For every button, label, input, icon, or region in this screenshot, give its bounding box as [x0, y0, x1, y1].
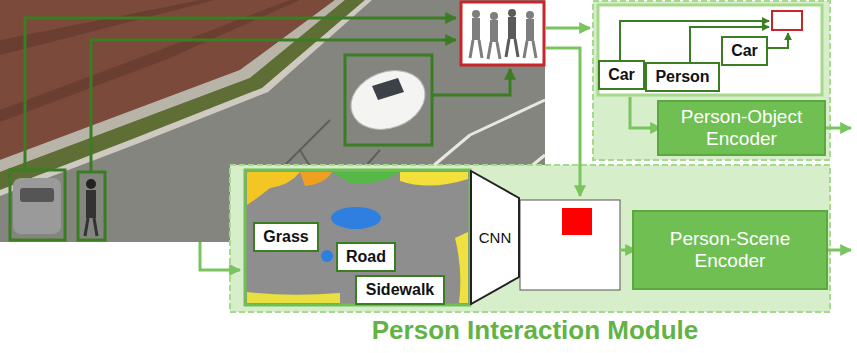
object-tag: Car	[598, 60, 645, 90]
object-tag: Person	[645, 62, 720, 92]
encoder-box: Person-Scene Encoder	[632, 210, 828, 290]
person-location	[562, 208, 592, 235]
flow-arrow	[545, 48, 580, 196]
person-location	[772, 11, 802, 30]
seg-region	[400, 172, 468, 186]
track-arrow	[432, 69, 510, 95]
node-label: Car	[731, 42, 758, 60]
node-label: Car	[608, 66, 635, 84]
seg-region	[247, 292, 340, 303]
car-window	[20, 188, 54, 202]
node-label: CNN	[479, 229, 512, 246]
car-window	[372, 78, 404, 100]
person-legs	[470, 40, 482, 58]
region-tag: Grass	[253, 222, 319, 252]
building	[0, 0, 335, 160]
seg-region	[300, 172, 332, 186]
layout-map	[598, 5, 822, 95]
feature-map	[520, 200, 620, 290]
detection-box	[78, 172, 105, 240]
node-label: Person-Object Encoder	[659, 106, 824, 150]
person-head	[526, 11, 534, 19]
encoder-box: Person-Object Encoder	[657, 100, 826, 156]
node-label: Sidewalk	[366, 281, 434, 299]
person-body	[508, 17, 516, 39]
person-head	[508, 9, 516, 17]
node-label: Person	[655, 68, 709, 86]
person-head	[86, 179, 96, 189]
grass	[0, 0, 365, 190]
node-label: Grass	[263, 228, 308, 246]
person-legs	[506, 39, 518, 57]
cnn-block: CNN	[470, 170, 520, 305]
car-body	[343, 61, 434, 140]
seg-region	[331, 207, 381, 229]
person-body	[490, 20, 498, 42]
person-body	[472, 18, 480, 40]
person-legs	[488, 42, 500, 59]
person-head	[472, 10, 480, 18]
region-tag: Road	[336, 242, 396, 272]
flow-arrow	[545, 27, 590, 30]
relation-line	[768, 33, 788, 48]
track-arrow	[91, 40, 456, 172]
detection-box	[345, 55, 432, 145]
flow-arrow	[200, 242, 240, 270]
segmentation-map	[245, 170, 470, 305]
sidewalk	[0, 0, 345, 172]
person-crops	[470, 9, 536, 59]
person-track-box	[461, 2, 544, 65]
seg-region	[321, 250, 333, 262]
scene-panel	[230, 165, 830, 312]
module-title: Person Interaction Module	[372, 315, 699, 345]
person-head	[490, 12, 498, 20]
person-legs	[524, 41, 536, 58]
object-tag: Car	[721, 36, 768, 66]
seg-region	[247, 172, 300, 205]
person-legs	[85, 218, 97, 236]
car-body	[13, 178, 61, 234]
region-tag: Sidewalk	[355, 275, 445, 305]
person-body	[526, 19, 534, 41]
node-label: Person-Scene Encoder	[634, 228, 826, 272]
seg-region	[455, 232, 468, 303]
person-body	[86, 190, 96, 218]
detection-box	[10, 170, 65, 240]
seg-region	[332, 172, 400, 184]
cnn-trapezoid	[471, 171, 519, 304]
object-panel	[593, 1, 830, 160]
node-label: Road	[346, 248, 386, 266]
module-panel: Person Interaction ModuleGrassRoadSidewa…	[230, 165, 830, 312]
